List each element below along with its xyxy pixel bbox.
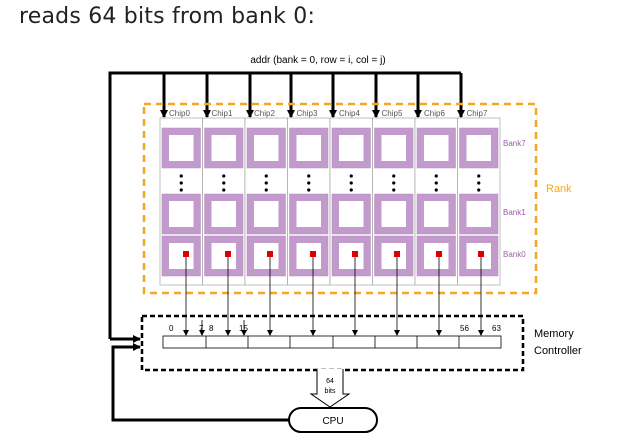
bank-cell-inner xyxy=(211,243,236,269)
chip-label: Chip1 xyxy=(212,109,233,118)
bank-cell-inner xyxy=(254,243,279,269)
ellipsis-dot xyxy=(307,181,311,185)
bank-cell-inner xyxy=(339,243,364,269)
bit-marker xyxy=(394,251,400,257)
cpu-label: CPU xyxy=(322,416,343,427)
ellipsis-dot xyxy=(307,188,311,192)
addr-label: addr (bank = 0, row = i, col = j) xyxy=(250,55,385,66)
bank-cell-inner xyxy=(466,135,491,161)
ellipsis-dot xyxy=(179,188,183,192)
bank7-label: Bank7 xyxy=(503,139,526,148)
chip-label: Chip2 xyxy=(254,109,275,118)
chip-5: Chip5 xyxy=(372,109,416,286)
chip-7: Chip7 xyxy=(457,109,501,286)
bus-label-64: 64 xyxy=(326,378,334,385)
slide-heading: reads 64 bits from bank 0: xyxy=(19,4,316,29)
bank-cell-inner xyxy=(169,135,194,161)
chip-label: Chip7 xyxy=(467,109,488,118)
bit-marker xyxy=(225,251,231,257)
bit-label-8: 8 xyxy=(209,324,214,333)
ellipsis-dot xyxy=(349,181,353,185)
chip-label: Chip0 xyxy=(169,109,190,118)
bank-cell-inner xyxy=(296,201,321,227)
ellipsis-dot xyxy=(392,181,396,185)
addr-drops xyxy=(160,73,465,118)
bank-cell-inner xyxy=(424,201,449,227)
bus-label-bits: bits xyxy=(325,388,336,395)
chip-label: Chip6 xyxy=(424,109,445,118)
chip-4: Chip4 xyxy=(329,109,373,286)
chip-2: Chip2 xyxy=(244,109,288,286)
bank-cell-inner xyxy=(339,201,364,227)
ellipsis-dot xyxy=(392,174,396,178)
bit-label-15: 15 xyxy=(239,324,248,333)
chip-label: Chip3 xyxy=(297,109,318,118)
ellipsis-dot xyxy=(264,181,268,185)
ellipsis-dot xyxy=(222,181,226,185)
bank-cell-inner xyxy=(254,135,279,161)
ellipsis-dot xyxy=(434,181,438,185)
bank-cell-inner xyxy=(381,201,406,227)
data-register xyxy=(162,335,502,349)
bit-marker xyxy=(352,251,358,257)
ellipsis-dot xyxy=(222,188,226,192)
ellipsis-dot xyxy=(264,188,268,192)
bank-cell-inner xyxy=(296,243,321,269)
bit-label-7: 7 xyxy=(199,324,204,333)
bit-label-63: 63 xyxy=(492,324,501,333)
bank-cell-inner xyxy=(296,135,321,161)
register-cells xyxy=(199,320,460,348)
ellipsis-dot xyxy=(349,174,353,178)
bit-label-56: 56 xyxy=(460,324,469,333)
ellipsis-dot xyxy=(392,188,396,192)
ellipsis-dot xyxy=(264,174,268,178)
chip-0: Chip0 xyxy=(159,109,203,286)
chip-6: Chip6 xyxy=(414,109,458,286)
memory-controller-label-2: Controller xyxy=(534,345,582,357)
ellipsis-dot xyxy=(477,181,481,185)
ellipsis-dot xyxy=(179,174,183,178)
bit-label-0: 0 xyxy=(169,324,174,333)
bank0-label: Bank0 xyxy=(503,250,526,259)
bit-marker xyxy=(183,251,189,257)
ellipsis-dot xyxy=(307,174,311,178)
bit-marker xyxy=(436,251,442,257)
bank-cell-inner xyxy=(339,135,364,161)
bank1-label: Bank1 xyxy=(503,208,526,217)
bank-cell-inner xyxy=(381,135,406,161)
bit-marker xyxy=(310,251,316,257)
addr-bus xyxy=(108,71,461,339)
bank-cell-inner xyxy=(211,135,236,161)
memory-controller-label-1: Memory xyxy=(534,328,574,340)
bank-cell xyxy=(416,235,456,277)
chip-3: Chip3 xyxy=(287,109,331,286)
ellipsis-dot xyxy=(434,174,438,178)
cpu-return-path xyxy=(111,343,289,422)
ellipsis-dot xyxy=(349,188,353,192)
chip-array: Chip0 Chip1 Chip2 Chip3 Chip4 Chip5 Chip6 Chip7 xyxy=(159,109,501,286)
ellipsis-dot xyxy=(179,181,183,185)
rank-label: Rank xyxy=(546,183,572,195)
bank-cell-inner xyxy=(169,243,194,269)
bit-marker xyxy=(267,251,273,257)
chip-label: Chip4 xyxy=(339,109,360,118)
chip-1: Chip1 xyxy=(202,109,246,286)
chip-label: Chip5 xyxy=(382,109,403,118)
ellipsis-dot xyxy=(434,188,438,192)
bank-cell-inner xyxy=(211,201,236,227)
bank-cell-inner xyxy=(424,135,449,161)
bank-cell-inner xyxy=(381,243,406,269)
bit-marker xyxy=(478,251,484,257)
ellipsis-dot xyxy=(222,174,226,178)
bank-cell-inner xyxy=(466,201,491,227)
ellipsis-dot xyxy=(477,188,481,192)
data-lines xyxy=(183,257,484,336)
bank-cell-inner xyxy=(169,201,194,227)
bank-cell xyxy=(289,127,329,169)
bank-cell-inner xyxy=(254,201,279,227)
ellipsis-dot xyxy=(477,174,481,178)
rank-boundary xyxy=(142,102,538,295)
